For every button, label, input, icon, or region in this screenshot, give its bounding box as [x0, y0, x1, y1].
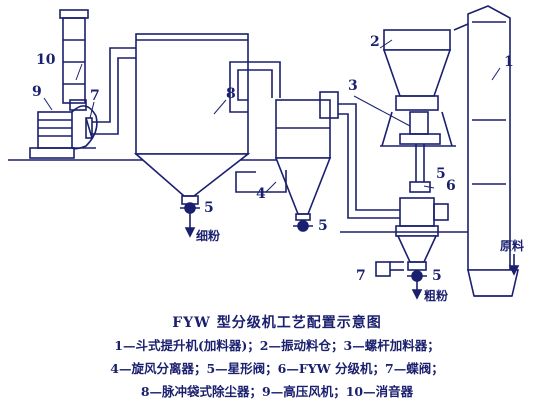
caption-legend-line-2: 4—旋风分离器；5—星形阀；6—FYW 分级机；7—蝶阀；: [110, 361, 444, 376]
label-2: 2: [370, 34, 380, 50]
butterfly-valve-7b: [375, 261, 404, 277]
star-valve-5a: [180, 202, 200, 214]
vibrating-silo-2: [380, 29, 456, 147]
star-valve-5d: [407, 270, 427, 282]
cyclone-4: [274, 91, 339, 221]
duct-cyclone-to-filter: [237, 69, 273, 101]
duct-classifier-outlet: [338, 103, 400, 211]
process-flow-diagram: 1 2 3 4 5 5 5 5 6 7 7 8 9 10 细粉 粗粉 原料: [8, 5, 524, 303]
label-10: 10: [36, 52, 56, 68]
butterfly-valve-7a: [85, 117, 93, 139]
duct-fan-to-filter: [92, 47, 136, 123]
label-7a: 7: [90, 88, 100, 104]
caption-title: FYW 型分级机工艺配置示意图: [172, 315, 382, 331]
label-4: 4: [256, 186, 266, 202]
star-valve-5b: [293, 220, 313, 232]
label-5a: 5: [204, 200, 214, 216]
silencer-10: [59, 9, 89, 104]
duct-classifier-to-cyclone: [235, 170, 287, 193]
screw-feeder-3: [399, 111, 441, 145]
raw-material-label: 原料: [500, 238, 524, 253]
bucket-elevator-1: [466, 5, 520, 297]
caption-legend-line-3: 8—脉冲袋式除尘器；9—高压风机；10—消音器: [140, 384, 414, 399]
label-5d: 5: [432, 268, 442, 284]
caption-legend-line-1: 1—斗式提升机(加料器)；2—振动料仓；3—螺杆加料器；: [114, 338, 440, 353]
label-5b: 5: [318, 218, 328, 234]
fan-9: [29, 99, 98, 159]
classifier-6: [395, 197, 449, 271]
label-9: 9: [32, 84, 42, 100]
label-7b: 7: [356, 268, 366, 284]
figure-caption: FYW 型分级机工艺配置示意图 1—斗式提升机(加料器)；2—振动料仓；3—螺杆…: [0, 312, 554, 403]
fine-powder-label: 细粉: [196, 228, 220, 243]
bag-filter-8: [133, 33, 251, 205]
label-6: 6: [446, 178, 456, 194]
elevator-discharge: [453, 23, 469, 31]
label-5c: 5: [436, 166, 446, 182]
label-1: 1: [504, 54, 514, 70]
label-3: 3: [348, 78, 358, 94]
coarse-powder-label: 粗粉: [424, 288, 448, 303]
label-8: 8: [226, 86, 236, 102]
